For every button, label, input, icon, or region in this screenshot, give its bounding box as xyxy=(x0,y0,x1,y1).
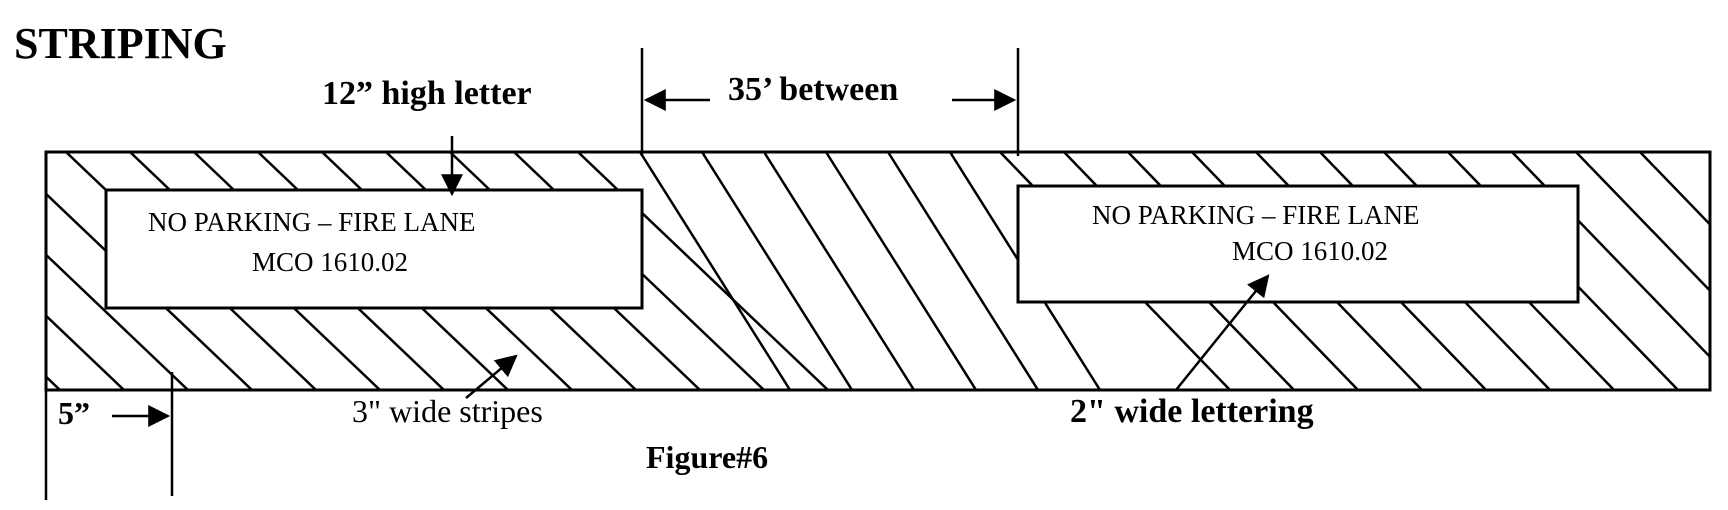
stripe-width-label: 3" wide stripes xyxy=(352,393,543,429)
letter-height-label: 12” high letter xyxy=(322,75,532,112)
sign-left-frame xyxy=(104,188,644,310)
sign-right-line2: MCO 1610.02 xyxy=(1232,236,1388,266)
figure-caption: Figure#6 xyxy=(646,439,768,475)
sign-left-line1: NO PARKING – FIRE LANE xyxy=(148,207,476,237)
hatch-stripe xyxy=(700,152,854,390)
hatch-stripe xyxy=(46,253,189,390)
sign-left-line2: MCO 1610.02 xyxy=(252,247,408,277)
sign-box-left: NO PARKING – FIRE LANE MCO 1610.02 xyxy=(104,188,644,310)
sign-right-frame xyxy=(1016,184,1580,304)
page-title: STRIPING xyxy=(14,19,227,68)
lettering-width-arrow xyxy=(1175,274,1270,391)
strip-outline xyxy=(44,150,1712,392)
spacing-label: 35’ between xyxy=(728,71,898,108)
hatch-stripe xyxy=(1575,152,1710,293)
stripe-width-arrow xyxy=(465,354,518,399)
sign-right-line1: NO PARKING – FIRE LANE xyxy=(1092,200,1420,230)
hatch-stripe xyxy=(638,152,792,390)
hatch-stripe xyxy=(886,152,1040,390)
offset-label: 5” xyxy=(58,395,90,431)
hatch-stripe xyxy=(46,374,61,390)
lettering-width-label: 2" wide lettering xyxy=(1070,393,1314,430)
hatch-stripe xyxy=(824,152,978,390)
hatch-stripe xyxy=(46,314,125,390)
hatch-stripe xyxy=(762,152,916,390)
sign-box-right: NO PARKING – FIRE LANE MCO 1610.02 xyxy=(1016,184,1580,304)
hatch-stripe xyxy=(1639,152,1710,227)
